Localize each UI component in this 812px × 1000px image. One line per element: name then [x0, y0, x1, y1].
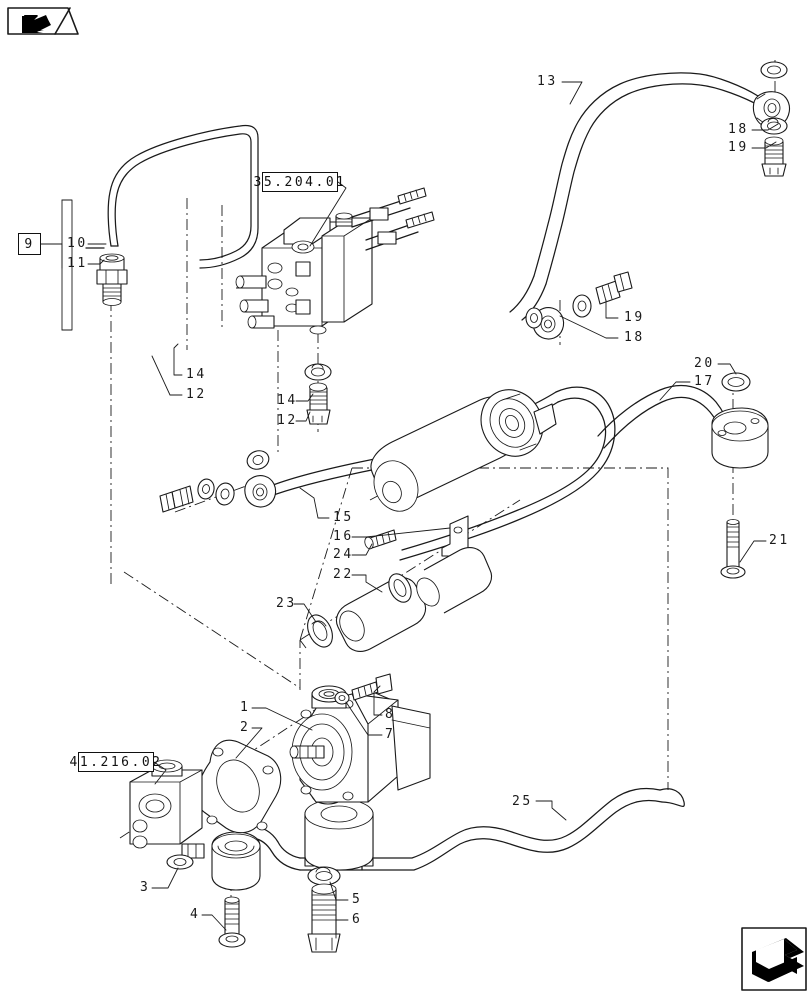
hydraulic-pump-1	[289, 685, 431, 803]
reference-box-41-216-02[interactable]: 41.216.02	[70, 752, 160, 772]
washer-5	[307, 866, 341, 886]
reference-box-group-9[interactable]: 9	[18, 233, 41, 255]
callout-13: 13	[537, 74, 558, 89]
callout-1: 1	[240, 700, 251, 715]
callout-17: 17	[694, 374, 715, 389]
callout-19-mid: 19	[624, 310, 645, 325]
callout-8: 8	[385, 707, 396, 722]
washer-7	[334, 691, 350, 705]
gasket-2	[196, 739, 282, 834]
top-left-corner-marker	[7, 7, 79, 35]
washer-3	[166, 854, 194, 870]
bottom-right-corner-marker	[741, 927, 807, 991]
hydraulic-filter	[370, 389, 557, 512]
callout-23: 23	[276, 596, 297, 611]
tube-25	[299, 787, 685, 871]
washer-14-valve	[304, 363, 332, 381]
washer-12-tube15	[197, 478, 235, 506]
callout-10: 10	[67, 236, 88, 251]
callout-2: 2	[240, 720, 251, 735]
bolt-4	[218, 896, 246, 948]
callout-14-valve: 14	[277, 393, 298, 408]
reference-box-35-204-01[interactable]: 35.204.01	[254, 172, 344, 192]
oring-20	[721, 372, 751, 392]
callout-18-mid: 18	[624, 330, 645, 345]
callout-21: 21	[769, 533, 790, 548]
callout-14-left: 14	[186, 367, 207, 382]
bolt-21	[720, 519, 746, 579]
callout-24: 24	[333, 547, 354, 562]
callout-25: 25	[512, 794, 533, 809]
callout-6: 6	[352, 912, 363, 927]
callout-16: 16	[333, 529, 354, 544]
tube-17	[597, 384, 769, 469]
ring-23-right	[388, 573, 412, 603]
banjo-bolt-12-valve	[306, 382, 331, 425]
banjo-bolt-tube15	[159, 485, 194, 513]
washer-18-top	[760, 61, 788, 79]
callout-15: 15	[333, 510, 354, 525]
pump-reference-41-216-02	[129, 759, 205, 859]
callout-11: 11	[67, 256, 88, 271]
callout-20: 20	[694, 356, 715, 371]
screw-24	[364, 529, 397, 550]
sleeve-22-upper	[416, 547, 493, 614]
fitting-11	[96, 253, 128, 306]
washer-14-tube15	[246, 450, 270, 470]
tube-10	[85, 124, 259, 269]
bushing-4	[211, 831, 261, 891]
callout-3: 3	[140, 880, 151, 895]
callout-22: 22	[333, 567, 354, 582]
callout-4: 4	[190, 907, 201, 922]
callout-5: 5	[352, 892, 363, 907]
callout-12-valve: 12	[277, 413, 298, 428]
callout-7: 7	[385, 727, 396, 742]
ring-23-left	[307, 614, 333, 648]
sleeve-22	[335, 577, 427, 652]
callout-19-top: 19	[728, 140, 749, 155]
leader-lines	[40, 81, 779, 939]
screw-8	[351, 673, 393, 701]
banjo-bolt-19-top	[761, 136, 787, 177]
banjo-18-19-mid	[525, 271, 633, 340]
control-valve-block	[235, 181, 435, 335]
banjo-bolt-6	[307, 883, 341, 953]
tube-13	[509, 72, 791, 321]
callout-18-top: 18	[728, 122, 749, 137]
callout-12-left: 12	[186, 387, 207, 402]
